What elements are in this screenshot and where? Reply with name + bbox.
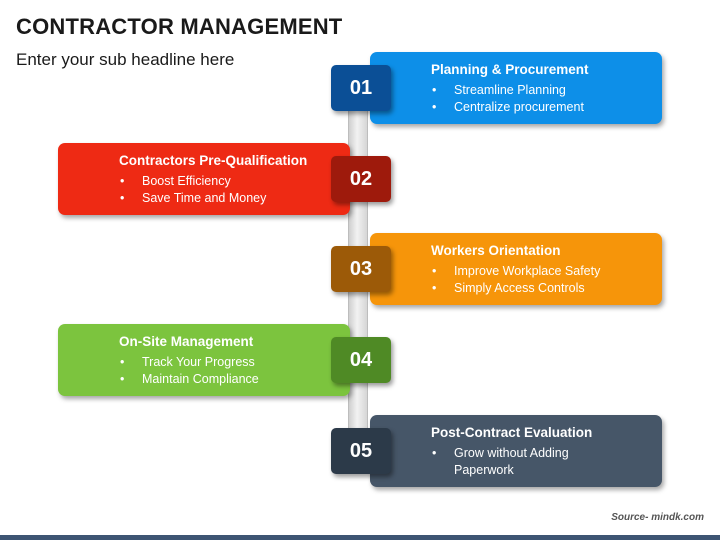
step-card-planning-procurement: Planning & Procurement Streamline Planni… [370,52,662,124]
step-bullet: Grow without Adding Paperwork [431,445,591,479]
page-subtitle: Enter your sub headline here [16,50,235,69]
step-card-workers-orientation: Workers Orientation Improve Workplace Sa… [370,233,662,305]
step-number-badge-05: 05 [331,428,391,474]
step-bullets: Track Your Progress Maintain Compliance [119,354,340,388]
step-bullets: Boost Efficiency Save Time and Money [119,173,340,207]
step-bullet: Streamline Planning [431,82,652,99]
source-credit: Source- mindk.com [611,512,704,523]
page-title: CONTRACTOR MANAGEMENT [16,14,343,39]
step-bullets: Improve Workplace Safety Simply Access C… [431,263,652,297]
step-bullet: Improve Workplace Safety [431,263,652,280]
footer-bar [0,535,720,540]
step-bullets: Grow without Adding Paperwork [431,445,652,479]
step-bullets: Streamline Planning Centralize procureme… [431,82,652,116]
step-title: Workers Orientation [431,243,561,258]
step-number-badge-03: 03 [331,246,391,292]
step-card-contractors-pre-qualification: Contractors Pre-Qualification Boost Effi… [58,143,350,215]
step-bullet: Boost Efficiency [119,173,340,190]
step-title: Planning & Procurement [431,62,589,77]
step-title: Post-Contract Evaluation [431,425,593,440]
step-number-badge-02: 02 [331,156,391,202]
step-number-badge-01: 01 [331,65,391,111]
step-bullet: Track Your Progress [119,354,340,371]
step-number-badge-04: 04 [331,337,391,383]
step-card-on-site-management: On-Site Management Track Your Progress M… [58,324,350,396]
step-card-post-contract-evaluation: Post-Contract Evaluation Grow without Ad… [370,415,662,487]
step-bullet: Save Time and Money [119,190,340,207]
step-title: On-Site Management [119,334,254,349]
step-bullet: Simply Access Controls [431,280,652,297]
step-title: Contractors Pre-Qualification [119,153,308,168]
step-bullet: Maintain Compliance [119,371,340,388]
step-bullet: Centralize procurement [431,99,652,116]
